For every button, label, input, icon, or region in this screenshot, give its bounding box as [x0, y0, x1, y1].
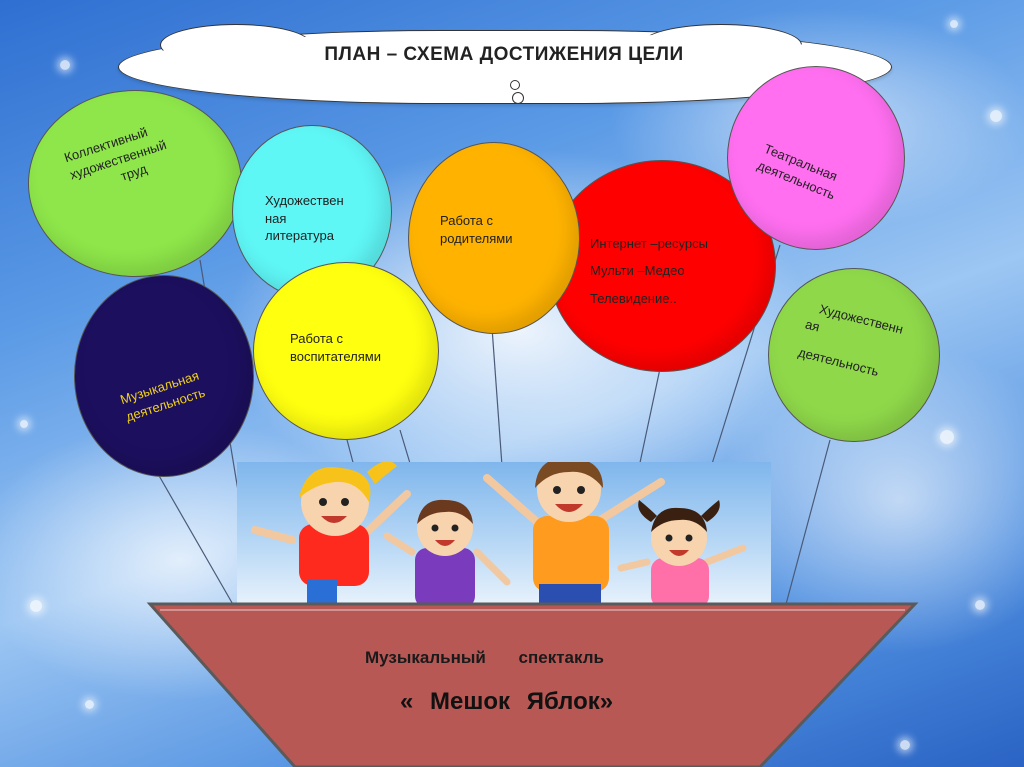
kids-drawing	[251, 457, 747, 608]
balloon-labor	[28, 90, 242, 277]
balloon-educators-label: Работа с воспитателями	[290, 331, 381, 364]
balloon-theatre	[727, 66, 905, 250]
sparkle	[30, 600, 42, 612]
balloon-internet-label: Интернет –ресурсы Мульти –Медео Телевиде…	[590, 236, 708, 306]
balloon-art	[768, 268, 940, 442]
kids-illustration	[237, 457, 771, 608]
kid-girl-left	[251, 461, 411, 608]
sparkle	[990, 110, 1002, 122]
sparkle	[85, 700, 94, 709]
show-title: « Мешок Яблок»	[400, 688, 614, 715]
sparkle	[940, 430, 954, 444]
sparkle	[60, 60, 70, 70]
balloon-parents-label: Работа с родителями	[440, 213, 513, 246]
balloon-educators	[253, 262, 439, 440]
sparkle	[950, 20, 958, 28]
string-art	[784, 439, 831, 609]
balloon-literature-label: Художествен ная литература	[265, 193, 344, 244]
show-subtitle: Музыкальный спектакль	[365, 648, 604, 667]
balloon-music	[74, 275, 254, 477]
thought-bubble	[510, 80, 520, 90]
balloon-parents	[408, 142, 580, 334]
basket-shape	[146, 602, 919, 767]
kid-girl-right	[617, 500, 747, 608]
sparkle	[975, 600, 985, 610]
sparkle	[20, 420, 28, 428]
kid-boy-tall	[483, 457, 665, 608]
diagram-title: ПЛАН – СХЕМА ДОСТИЖЕНИЯ ЦЕЛИ	[324, 44, 684, 65]
string-music	[149, 459, 236, 609]
kid-boy-small	[383, 499, 511, 608]
sparkle	[900, 740, 910, 750]
thought-bubble	[512, 92, 524, 104]
